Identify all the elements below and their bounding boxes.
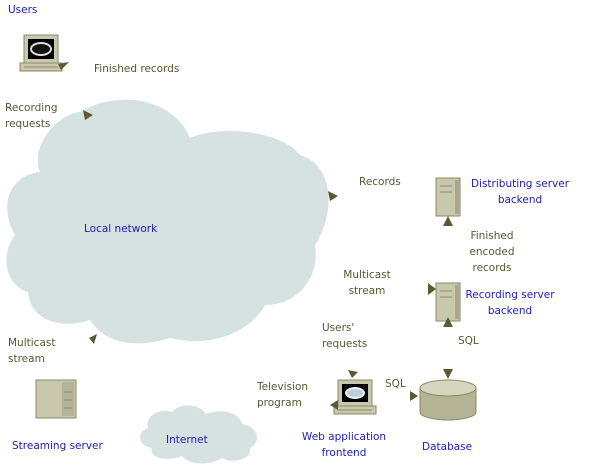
users-label: Users xyxy=(8,4,38,16)
internet-cloud xyxy=(140,405,257,464)
television-program-line2: program xyxy=(257,397,302,409)
web-frontend-computer-icon xyxy=(333,379,377,415)
sql-recording-label: SQL xyxy=(458,335,479,347)
web-frontend-label-line1: Web application xyxy=(301,431,387,443)
connector-arrows xyxy=(58,62,453,410)
users-requests-label: Users' requests xyxy=(322,320,367,352)
arrow-users-requests-to-computer xyxy=(348,370,358,378)
records-label: Records xyxy=(359,176,401,188)
arrow-tv-to-computer xyxy=(330,400,338,410)
multicast-stream-left-line1: Multicast xyxy=(8,337,56,349)
recording-requests-line1: Recording xyxy=(5,102,58,114)
multicast-stream-server-line1: Multicast xyxy=(343,269,391,281)
recording-requests-line2: requests xyxy=(5,118,51,130)
arrow-to-cloud-from-users xyxy=(83,110,93,120)
multicast-stream-left-label: Multicast stream xyxy=(8,335,55,367)
arrow-up-to-distributing xyxy=(443,216,453,226)
database-label: Database xyxy=(422,441,473,453)
finished-encoded-records-line1: Finished xyxy=(470,230,514,242)
internet-label: Internet xyxy=(166,434,208,446)
web-frontend-label-line2: frontend xyxy=(321,447,367,459)
finished-encoded-records-line3: records xyxy=(472,262,512,274)
streaming-server-icon xyxy=(35,379,77,419)
recording-server-label: Recording server backend xyxy=(462,287,558,319)
users-computer-icon xyxy=(19,34,63,72)
arrow-multicast-left xyxy=(89,334,97,344)
finished-encoded-records-line2: encoded xyxy=(469,246,515,258)
multicast-stream-server-line2: stream xyxy=(348,285,386,297)
users-requests-line1: Users' xyxy=(322,322,355,334)
recording-server-label-line2: backend xyxy=(487,305,533,317)
sql-database-label: SQL xyxy=(385,378,406,390)
distributing-server-icon xyxy=(435,177,461,217)
finished-records-label: Finished records xyxy=(94,63,180,75)
distributing-server-label-line2: backend xyxy=(497,194,543,206)
multicast-stream-server-label: Multicast stream xyxy=(340,267,394,299)
users-requests-line2: requests xyxy=(322,338,368,350)
recording-requests-label: Recording requests xyxy=(5,100,58,132)
arrow-to-database xyxy=(443,369,453,379)
multicast-stream-left-line2: stream xyxy=(8,353,45,365)
web-frontend-label: Web application frontend xyxy=(294,429,394,461)
arrow-sql-to-recording xyxy=(443,317,453,327)
recording-server-label-line1: Recording server xyxy=(465,289,555,301)
arrow-to-users xyxy=(58,62,69,70)
arrow-sql-to-database xyxy=(410,391,418,401)
local-network-cloud xyxy=(6,99,329,344)
television-program-label: Television program xyxy=(257,379,308,411)
distributing-server-label: Distributing server backend xyxy=(462,176,578,208)
television-program-line1: Television xyxy=(257,381,309,393)
distributing-server-label-line1: Distributing server xyxy=(470,178,570,190)
recording-server-icon xyxy=(435,282,461,322)
local-network-label: Local network xyxy=(84,223,158,235)
database-icon xyxy=(419,379,477,421)
streaming-server-label: Streaming server xyxy=(12,440,103,452)
finished-encoded-records-label: Finished encoded records xyxy=(462,228,522,276)
arrow-to-cloud-from-distributing xyxy=(328,191,338,201)
arrow-to-recording xyxy=(428,283,436,295)
